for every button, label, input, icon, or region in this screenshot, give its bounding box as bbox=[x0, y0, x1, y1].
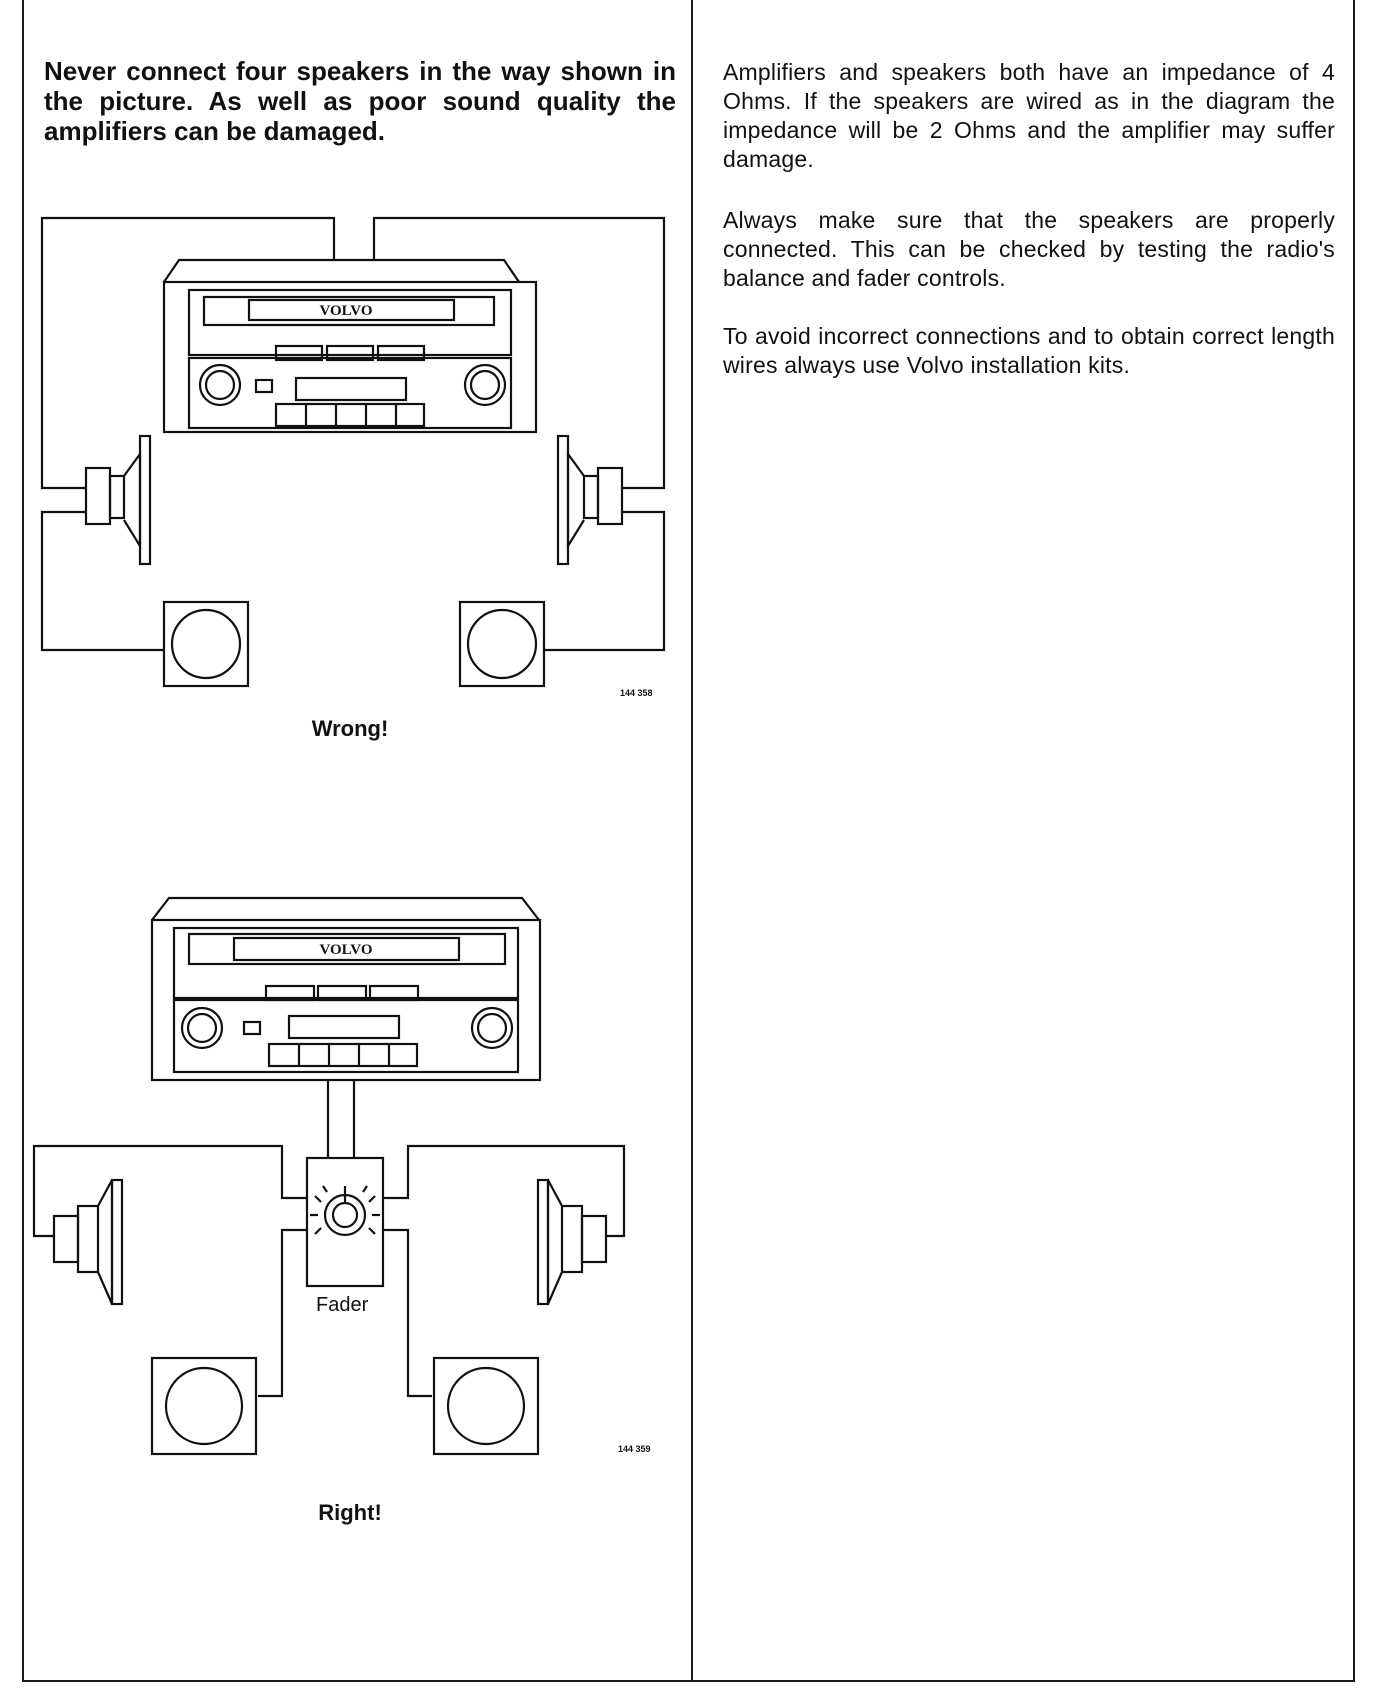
right-wiring-diagram: VOLVO bbox=[32, 896, 626, 1456]
speaker-left-front bbox=[162, 600, 250, 688]
figure-number-wrong: 144 358 bbox=[620, 688, 653, 698]
wrong-wiring-diagram: VOLVO bbox=[40, 216, 666, 688]
speaker-right-side bbox=[556, 434, 624, 566]
speaker-left-side bbox=[84, 434, 152, 566]
radio-brand-wrong: VOLVO bbox=[319, 303, 372, 319]
caption-right: Right! bbox=[318, 1500, 382, 1525]
diagram-wrong: VOLVO 144 358 Wrong! bbox=[24, 210, 691, 810]
radio-unit bbox=[162, 258, 538, 434]
column-divider bbox=[691, 0, 693, 1682]
impedance-paragraph: Amplifiers and speakers both have an imp… bbox=[723, 59, 1335, 172]
fader-label: Fader bbox=[316, 1294, 369, 1316]
speaker-right-side-right bbox=[536, 1178, 608, 1306]
bottom-border bbox=[22, 1680, 1355, 1682]
radio-unit-right bbox=[150, 896, 542, 1082]
left-column: Never connect four speakers in the way s… bbox=[24, 0, 691, 1688]
right-column: Amplifiers and speakers both have an imp… bbox=[693, 0, 1353, 1688]
diagram-right: VOLVO Fader 144 359 Right! bbox=[24, 890, 691, 1680]
fader-box bbox=[305, 1156, 385, 1288]
radio-brand-right: VOLVO bbox=[319, 942, 372, 958]
connection-check-paragraph: Always make sure that the speakers are p… bbox=[723, 207, 1335, 291]
speaker-left-front-right bbox=[150, 1356, 258, 1456]
caption-wrong: Wrong! bbox=[311, 716, 389, 741]
warning-text: Never connect four speakers in the way s… bbox=[44, 56, 676, 146]
speaker-right-front-right bbox=[432, 1356, 540, 1456]
speaker-left-side-right bbox=[52, 1178, 124, 1306]
figure-number-right: 144 359 bbox=[618, 1444, 651, 1454]
installation-kit-paragraph: To avoid incorrect connections and to ob… bbox=[723, 323, 1335, 378]
left-border bbox=[22, 0, 24, 1682]
right-border bbox=[1353, 0, 1355, 1682]
speaker-right-front bbox=[458, 600, 546, 688]
